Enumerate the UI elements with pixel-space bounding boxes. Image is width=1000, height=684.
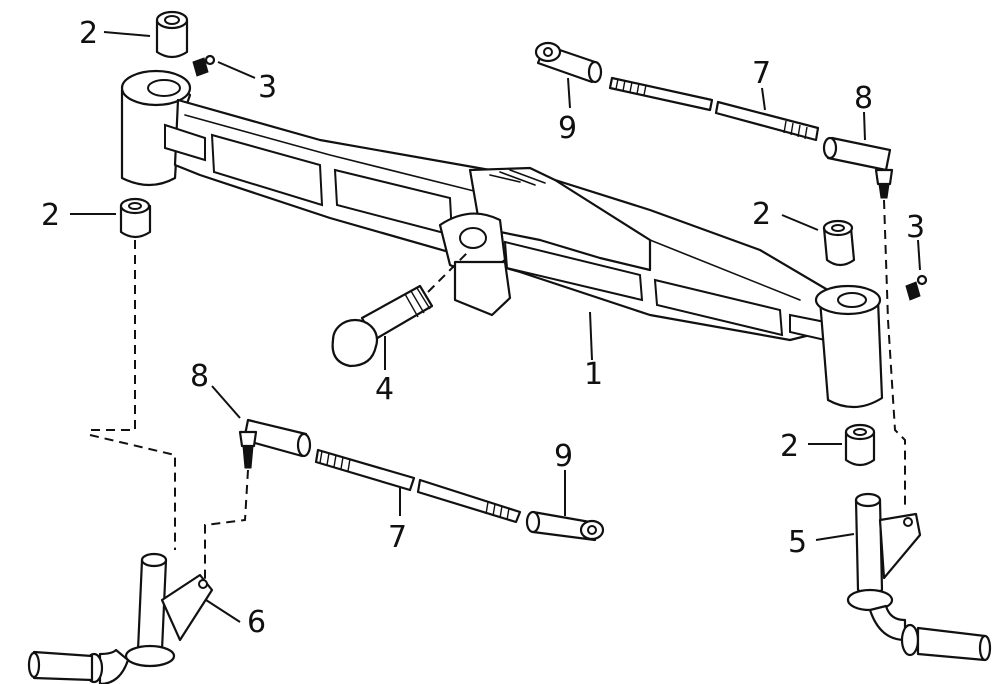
callout-1: 1 <box>584 357 603 392</box>
callout-2-left: 2 <box>41 198 60 233</box>
axle-beam-part-1 <box>120 69 884 409</box>
spindle-part-5-right <box>846 492 992 662</box>
callout-4: 4 <box>375 372 394 407</box>
ball-joint-part-8-lower <box>238 418 312 469</box>
spindle-part-6-left <box>27 552 214 684</box>
callout-7-lower: 7 <box>388 520 407 555</box>
callout-2-right: 2 <box>752 197 771 232</box>
assembly-lines <box>89 199 906 580</box>
callout-2-lower-right: 2 <box>780 429 799 464</box>
callout-9-upper: 9 <box>558 111 577 146</box>
callout-8-upper: 8 <box>854 81 873 116</box>
callout-3-right: 3 <box>906 210 925 245</box>
callout-numbers: 2 3 2 9 7 8 2 3 4 1 8 9 2 7 5 6 <box>41 16 925 640</box>
bushing-part-2-top-left <box>155 10 189 59</box>
rod-end-part-9-lower <box>525 510 605 542</box>
callout-5: 5 <box>788 525 807 560</box>
rod-end-part-9-upper <box>534 41 603 84</box>
callout-6: 6 <box>247 605 266 640</box>
callout-2-top-left: 2 <box>79 16 98 51</box>
callout-7-upper: 7 <box>752 56 771 91</box>
callout-9-lower: 9 <box>554 439 573 474</box>
tie-rod-part-7-lower <box>314 448 522 524</box>
callout-8-lower: 8 <box>190 359 209 394</box>
grease-fitting-part-3-right <box>905 274 928 301</box>
leader-lines <box>70 31 921 623</box>
grease-fitting-part-3-left <box>192 54 216 77</box>
bushing-part-2-lower-right <box>844 423 876 467</box>
tie-rod-part-7-upper <box>608 76 820 142</box>
bushing-part-2-left <box>119 197 152 239</box>
pivot-bolt-part-4 <box>331 249 471 368</box>
callout-3-left: 3 <box>258 70 277 105</box>
bushing-part-2-right <box>822 219 856 267</box>
ball-joint-part-8-upper <box>822 136 894 199</box>
